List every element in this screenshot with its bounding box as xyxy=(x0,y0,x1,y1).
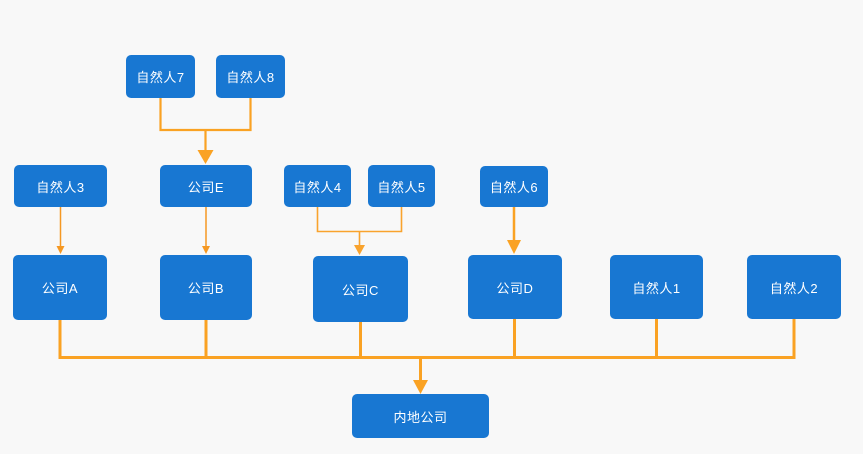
connector-p7p8-to-companyE xyxy=(159,97,252,151)
node-person-1: 自然人1 xyxy=(610,255,703,319)
arrowhead-companyA xyxy=(56,246,65,254)
node-company-d: 公司D xyxy=(468,255,562,319)
node-person-4-label: 自然人4 xyxy=(293,179,342,195)
node-company-e: 公司E xyxy=(160,165,252,207)
node-company-e-label: 公司E xyxy=(187,179,225,195)
node-company-a: 公司A xyxy=(13,255,107,320)
node-person-1-label: 自然人1 xyxy=(632,280,681,296)
node-company-a-label: 公司A xyxy=(41,281,79,296)
node-person-3-label: 自然人3 xyxy=(36,179,85,195)
node-person-2: 自然人2 xyxy=(747,255,841,319)
node-person-5-label: 自然人5 xyxy=(377,179,426,195)
node-company-b: 公司B xyxy=(160,255,252,320)
node-person-3: 自然人3 xyxy=(14,165,107,207)
connector-p4p5-to-companyC xyxy=(316,206,403,246)
arrowhead-companyC xyxy=(354,245,365,255)
node-company-c-label: 公司C xyxy=(342,282,379,298)
node-person-8-label: 自然人8 xyxy=(226,70,275,85)
node-mainland-company-label: 内地公司 xyxy=(393,409,448,425)
arrowhead-companyE xyxy=(197,150,214,164)
connector-bus-to-mainland xyxy=(58,318,796,381)
node-person-6-label: 自然人6 xyxy=(489,180,539,195)
node-person-5: 自然人5 xyxy=(368,165,435,207)
node-company-d-label: 公司D xyxy=(496,280,534,296)
node-person-8: 自然人8 xyxy=(216,55,285,98)
node-person-2-label: 自然人2 xyxy=(769,280,819,296)
node-company-b-label: 公司B xyxy=(187,281,225,296)
node-person-4: 自然人4 xyxy=(284,165,351,207)
node-company-c: 公司C xyxy=(313,256,408,322)
arrowhead-companyD xyxy=(507,240,521,254)
node-person-7: 自然人7 xyxy=(126,55,195,98)
arrowhead-companyB xyxy=(202,246,210,254)
node-person-7-label: 自然人7 xyxy=(136,70,185,85)
node-mainland-company: 内地公司 xyxy=(352,394,489,438)
arrowhead-mainland xyxy=(413,380,428,394)
node-person-6: 自然人6 xyxy=(480,166,548,207)
